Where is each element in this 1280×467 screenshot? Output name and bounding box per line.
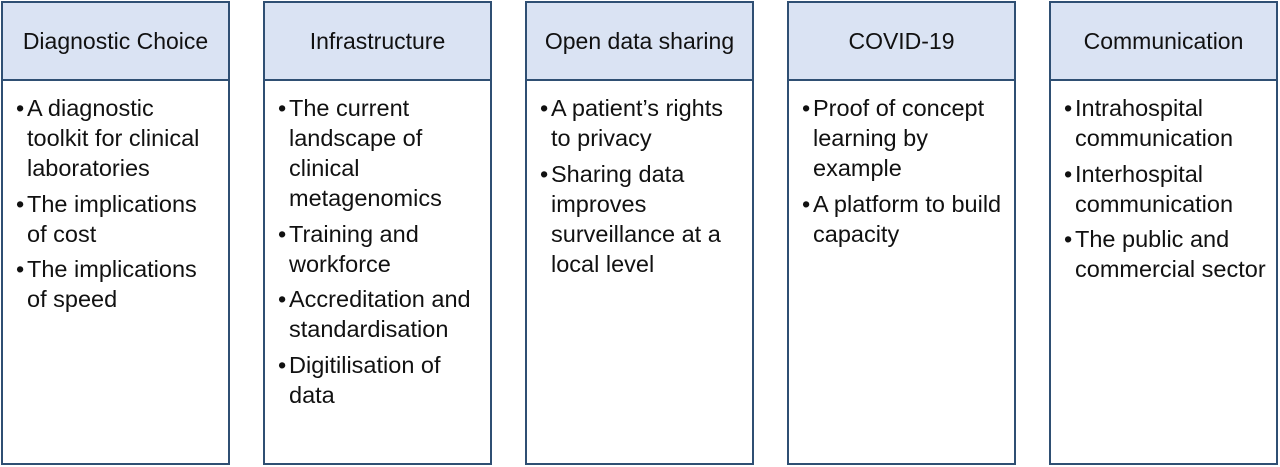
column-header: Infrastructure	[265, 3, 490, 81]
list-item: • A diagnostic toolkit for clinical labo…	[16, 93, 218, 183]
column-header-label: Communication	[1083, 27, 1244, 54]
list-item: • A patient’s rights to privacy	[540, 93, 742, 153]
bullet-icon: •	[802, 190, 811, 217]
bullet-icon: •	[16, 256, 25, 282]
list-item-text: The implications of cost	[27, 190, 197, 247]
list-item: • Training and workforce	[278, 219, 480, 279]
bullet-list: • Intrahospital communication • Interhos…	[1051, 81, 1276, 284]
list-item-text: Training and workforce	[289, 220, 419, 277]
list-item: • The public and commercial sector	[1064, 224, 1266, 284]
list-item-text: Sharing data improves surveillance at a …	[551, 160, 721, 277]
list-item: • The current landscape of clinical meta…	[278, 93, 480, 213]
list-item: • Accreditation and standardisation	[278, 284, 480, 344]
list-item-text: A patient’s rights to privacy	[551, 95, 724, 151]
column-header: Open data sharing	[527, 3, 752, 81]
column-header: COVID-19	[789, 3, 1014, 81]
bullet-icon: •	[278, 220, 287, 247]
bullet-icon: •	[540, 160, 549, 187]
column-communication: Communication • Intrahospital communicat…	[1049, 1, 1278, 465]
column-header-label: COVID-19	[848, 27, 955, 54]
bullet-icon: •	[1064, 226, 1073, 252]
bullet-icon: •	[802, 95, 811, 121]
bullet-list: • A diagnostic toolkit for clinical labo…	[3, 81, 228, 314]
list-item-text: The public and commercial sector	[1075, 226, 1266, 282]
bullet-list: • The current landscape of clinical meta…	[265, 81, 490, 410]
list-item: • The implications of speed	[16, 254, 218, 314]
bullet-icon: •	[1064, 160, 1073, 187]
list-item-text: Accreditation and standardisation	[289, 286, 471, 342]
bullet-list: • Proof of concept learning by example •…	[789, 81, 1014, 249]
list-item: • Digitilisation of data	[278, 350, 480, 410]
bullet-icon: •	[16, 190, 25, 217]
column-header-label: Infrastructure	[309, 27, 446, 54]
column-header: Diagnostic Choice	[3, 3, 228, 81]
bullet-icon: •	[278, 351, 287, 378]
column-header: Communication	[1051, 3, 1276, 81]
column-header-label: Open data sharing	[544, 27, 735, 54]
list-item: • Proof of concept learning by example	[802, 93, 1004, 183]
list-item: • The implications of cost	[16, 189, 218, 249]
list-item-text: The implications of speed	[27, 256, 197, 312]
list-item-text: The current landscape of clinical metage…	[289, 95, 442, 211]
column-infrastructure: Infrastructure • The current landscape o…	[263, 1, 492, 465]
bullet-icon: •	[540, 95, 549, 121]
list-item: • Intrahospital communication	[1064, 93, 1266, 153]
bullet-icon: •	[1064, 95, 1073, 121]
column-covid-19: COVID-19 • Proof of concept learning by …	[787, 1, 1016, 465]
list-item: • A platform to build capacity	[802, 189, 1004, 249]
column-open-data-sharing: Open data sharing • A patient’s rights t…	[525, 1, 754, 465]
column-diagnostic-choice: Diagnostic Choice • A diagnostic toolkit…	[1, 1, 230, 465]
list-item-text: Interhospital communication	[1075, 160, 1234, 217]
bullet-icon: •	[16, 95, 25, 121]
list-item-text: A platform to build capacity	[813, 190, 1002, 247]
list-item: • Sharing data improves surveillance at …	[540, 159, 742, 279]
list-item-text: Proof of concept learning by example	[813, 95, 985, 181]
list-item-text: Intrahospital communication	[1075, 95, 1234, 151]
list-item-text: A diagnostic toolkit for clinical labora…	[27, 95, 200, 181]
bullet-icon: •	[278, 95, 287, 121]
column-header-label: Diagnostic Choice	[22, 27, 209, 54]
bullet-list: • A patient’s rights to privacy • Sharin…	[527, 81, 752, 279]
list-item-text: Digitilisation of data	[289, 351, 441, 408]
bullet-icon: •	[278, 286, 287, 312]
list-item: • Interhospital communication	[1064, 159, 1266, 219]
